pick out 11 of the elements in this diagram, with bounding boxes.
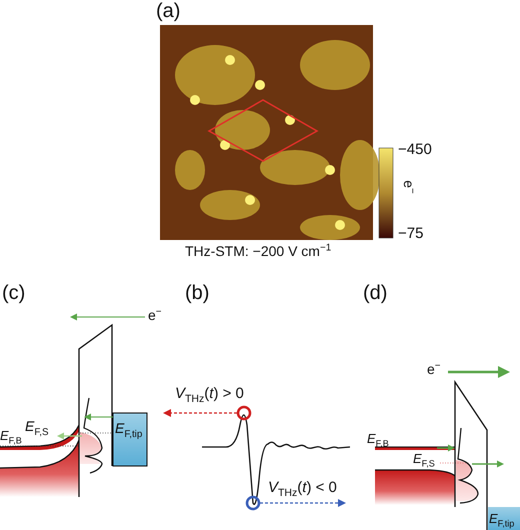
panel-label: (b): [185, 283, 210, 303]
electron-label: e$^{−}$: [148, 308, 162, 322]
voltage-label: V$_{THz}$(t) > 0: [175, 386, 244, 401]
image-caption: THz-STM: −200 V cm$^{−1}$: [185, 244, 332, 258]
panel-label: (a): [156, 1, 180, 21]
colorbar-tick-label: −450: [398, 142, 432, 157]
panel-label: (d): [363, 283, 388, 303]
voltage-label: V$_{THz}$(t) < 0: [268, 480, 337, 495]
electron-label: e$^{−}$: [427, 362, 441, 376]
panel-label: (c): [2, 283, 26, 303]
colorbar-tick-label: −75: [398, 226, 424, 241]
